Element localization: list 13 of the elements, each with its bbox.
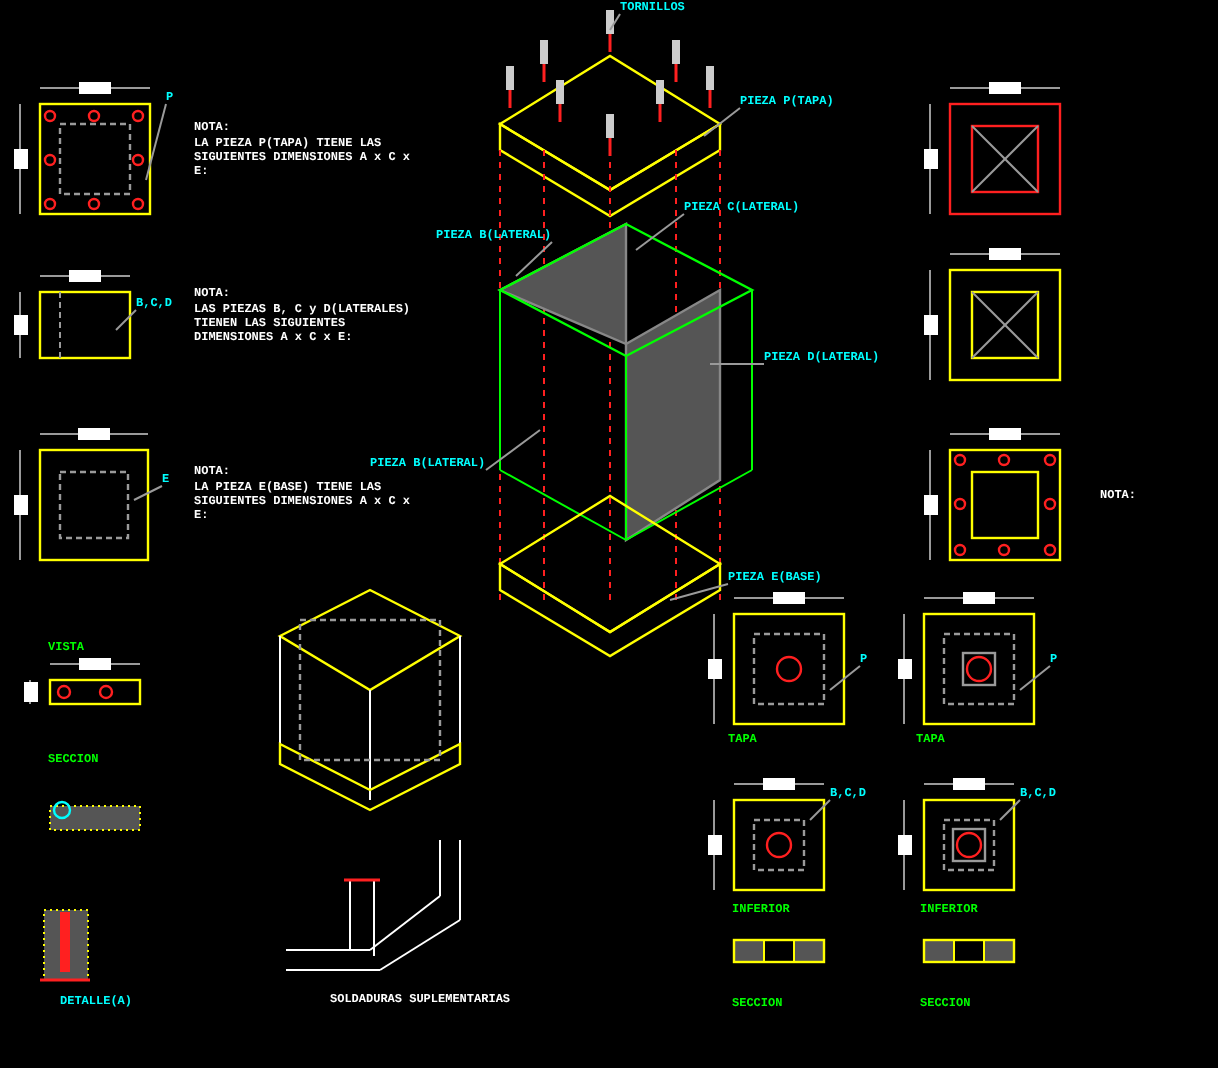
leader-line <box>999 799 1021 821</box>
leader-line <box>635 213 685 251</box>
leader-line <box>709 363 765 365</box>
leader-line <box>609 13 621 31</box>
leader-line <box>133 485 163 501</box>
leader-line <box>515 241 553 277</box>
leader-line <box>485 429 541 471</box>
leader-line <box>115 309 137 331</box>
leader-line <box>1019 665 1051 691</box>
leader-line <box>829 665 861 691</box>
leader-line <box>669 583 729 601</box>
leader-line <box>809 799 831 821</box>
leader-line <box>703 107 741 137</box>
